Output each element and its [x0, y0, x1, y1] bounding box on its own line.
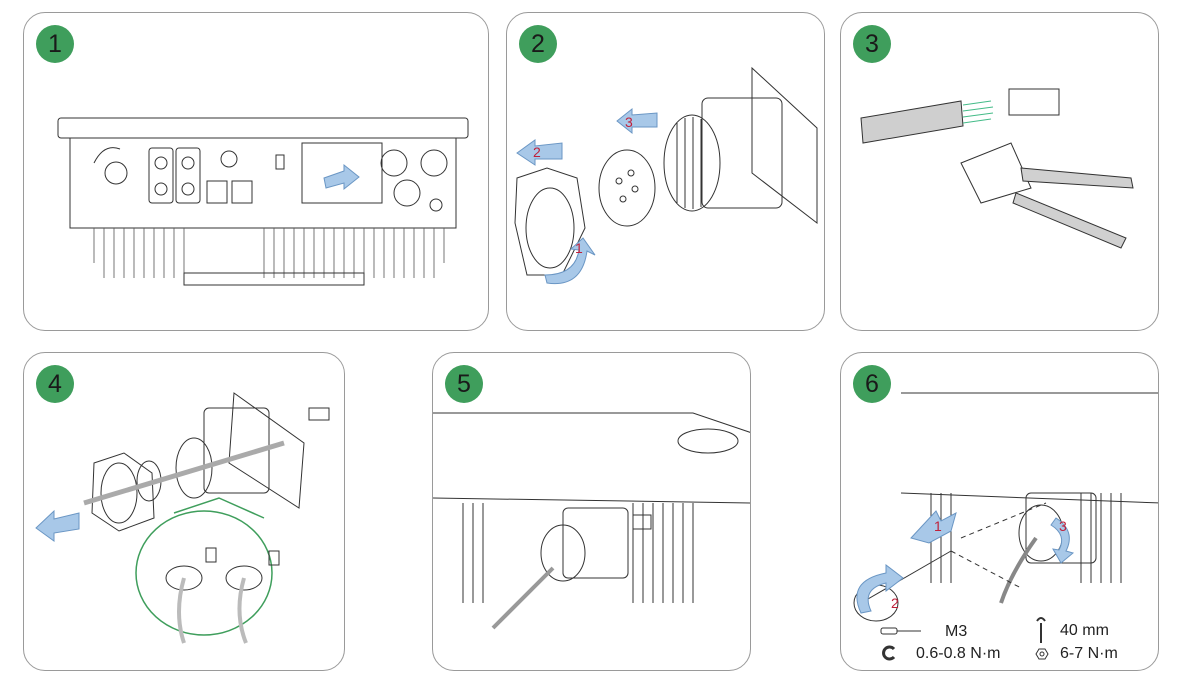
gland-disassembly-drawing: 3 2 1 — [514, 66, 818, 285]
step-2-arrow-2 — [516, 139, 563, 166]
step-3-badge: 3 — [853, 25, 891, 63]
screw-size-label: M3 — [945, 623, 968, 640]
step-4-push-arrow — [35, 509, 80, 542]
step-2-arrow-label-3: 3 — [625, 114, 633, 130]
step-6-arrow-3 — [1050, 517, 1075, 564]
step-6-panel: 6 1 2 3 — [840, 352, 1159, 671]
wrench-size-label: 40 mm — [1060, 622, 1109, 639]
cable-threading-drawing — [35, 392, 330, 644]
step-4-badge: 4 — [36, 365, 74, 403]
step-2-arrow-1 — [544, 237, 596, 285]
step-2-panel: 2 3 2 1 — [506, 12, 825, 331]
step-2-badge: 2 — [519, 25, 557, 63]
step-6-arrow-2 — [856, 563, 904, 614]
step-4-panel: 4 — [23, 352, 345, 671]
screw-torque-label: 0.6-0.8 N·m — [916, 645, 1001, 662]
step-6-badge: 6 — [853, 365, 891, 403]
nut-icon — [1035, 648, 1049, 660]
step-2-arrow-3 — [616, 107, 658, 135]
screw-fastening-drawing: 1 2 3 — [853, 392, 1158, 661]
step-1-panel: 1 — [23, 12, 489, 331]
cable-crimping-drawing — [860, 88, 1134, 249]
step-6-arrow-1 — [910, 510, 957, 544]
step-5-panel: 5 — [432, 352, 751, 671]
screwdriver-icon — [880, 627, 921, 635]
step-6-arrow-label-2: 2 — [891, 595, 899, 611]
step-6-arrow-label-1: 1 — [934, 518, 942, 534]
step-3-panel: 3 — [840, 12, 1159, 331]
step-5-badge: 5 — [445, 365, 483, 403]
step-2-arrow-label-1: 1 — [575, 240, 583, 256]
step-2-arrow-label-2: 2 — [533, 144, 541, 160]
step-1-badge: 1 — [36, 25, 74, 63]
step-6-arrow-label-3: 3 — [1059, 518, 1067, 534]
connector-insertion-drawing — [433, 412, 750, 630]
torque-icon — [882, 645, 896, 661]
inverter-bottom-view-drawing — [57, 117, 469, 286]
nut-torque-label: 6-7 N·m — [1060, 645, 1118, 662]
wrench-icon — [1036, 617, 1046, 643]
